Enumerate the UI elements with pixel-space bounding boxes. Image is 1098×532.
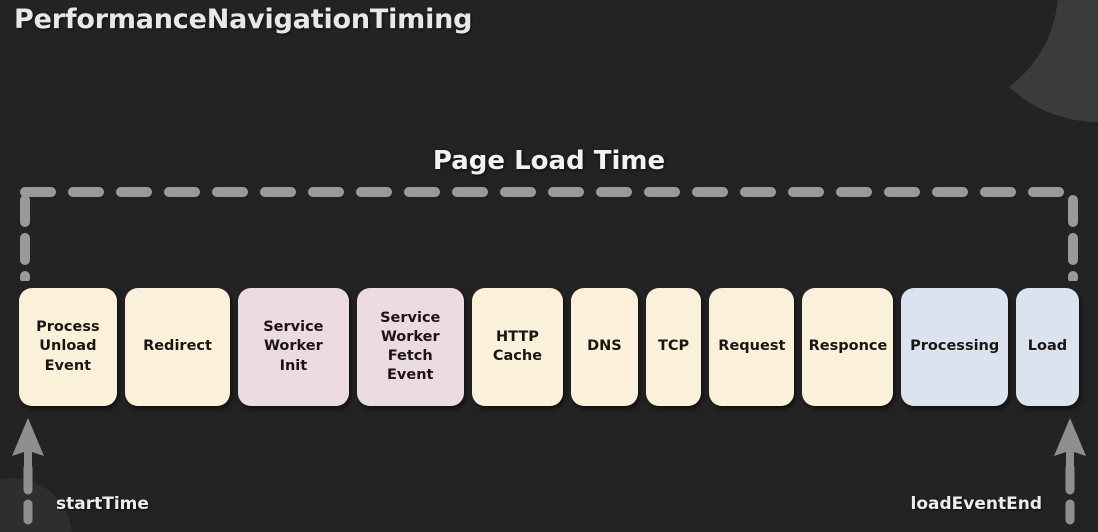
phase-box[interactable]: Processing: [901, 288, 1008, 406]
phase-box[interactable]: DNS: [570, 288, 638, 406]
phase-box[interactable]: Redirect: [124, 288, 231, 406]
start-time-label: startTime: [56, 494, 149, 514]
page-title: PerformanceNavigationTiming: [14, 4, 473, 35]
bracket-dashed-path: [20, 187, 1078, 281]
up-arrow-icon: [1054, 418, 1086, 525]
phase-box[interactable]: Process Unload Event: [19, 288, 117, 406]
phase-box[interactable]: Request: [709, 288, 795, 406]
up-arrow-icon: [12, 418, 44, 525]
phase-box[interactable]: HTTP Cache: [471, 288, 563, 406]
phase-box[interactable]: Load: [1015, 288, 1079, 406]
load-event-end-label: loadEventEnd: [910, 494, 1042, 514]
phase-box[interactable]: Service Worker Init: [238, 288, 349, 406]
start-time-marker: startTime: [10, 416, 149, 526]
load-event-end-marker: loadEventEnd: [911, 416, 1088, 526]
phase-box[interactable]: Responce: [802, 288, 894, 406]
section-title-page-load-time: Page Load Time: [432, 146, 666, 176]
page-load-time-bracket: [19, 186, 1079, 281]
phase-box[interactable]: TCP: [645, 288, 702, 406]
phase-track: Process Unload Event Redirect Service Wo…: [19, 288, 1079, 406]
phase-box[interactable]: Service Worker Fetch Event: [356, 288, 464, 406]
